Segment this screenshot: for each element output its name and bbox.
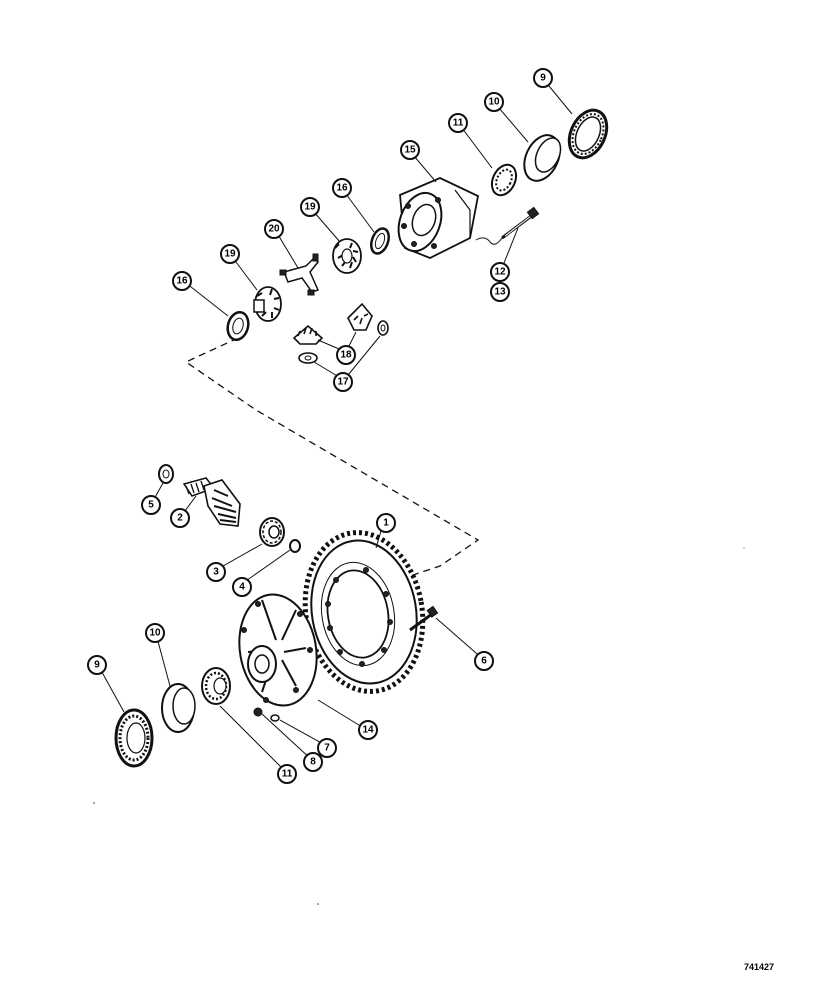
flange-washer xyxy=(270,714,280,722)
svg-text:10: 10 xyxy=(149,628,161,639)
svg-text:11: 11 xyxy=(282,769,293,780)
bearing-cone-upper xyxy=(490,163,518,197)
svg-text:15: 15 xyxy=(404,145,416,156)
callout-12: 12 xyxy=(490,262,510,282)
svg-text:16: 16 xyxy=(176,276,188,287)
drive-pinion xyxy=(182,477,241,527)
callout-9-lower: 9 xyxy=(87,655,107,675)
callout-4: 4 xyxy=(232,577,252,597)
differential-case xyxy=(397,177,480,259)
svg-text:12: 12 xyxy=(494,267,506,278)
svg-text:2: 2 xyxy=(177,513,183,524)
thrust-washer-right xyxy=(370,227,390,255)
svg-text:9: 9 xyxy=(94,660,100,671)
svg-text:19: 19 xyxy=(304,202,316,213)
svg-text:19: 19 xyxy=(224,249,236,260)
svg-text:5: 5 xyxy=(148,500,154,511)
snap-ring xyxy=(289,539,301,553)
bearing-cup-ring-upper xyxy=(567,108,609,160)
callout-10-upper: 10 xyxy=(484,92,504,112)
svg-text:20: 20 xyxy=(268,224,280,235)
bearing-cone-lower xyxy=(201,667,231,705)
thrust-washer-left xyxy=(226,310,250,342)
bearing-cup-lower xyxy=(161,683,196,733)
spider-cross-shaft xyxy=(279,253,320,296)
svg-text:16: 16 xyxy=(336,183,348,194)
svg-text:4: 4 xyxy=(239,582,245,593)
callout-20: 20 xyxy=(264,219,284,239)
callout-11-upper: 11 xyxy=(448,113,468,133)
callout-7: 7 xyxy=(317,738,337,758)
svg-text:14: 14 xyxy=(362,725,374,736)
callout-19-right: 19 xyxy=(300,197,320,217)
callout-18: 18 xyxy=(336,345,356,365)
bearing-cup-upper xyxy=(523,134,562,182)
callout-6: 6 xyxy=(474,651,494,671)
svg-text:10: 10 xyxy=(488,97,500,108)
svg-text:8: 8 xyxy=(310,757,316,768)
callout-9-upper: 9 xyxy=(533,68,553,88)
callout-17: 17 xyxy=(333,372,353,392)
callout-13: 13 xyxy=(490,282,510,302)
callout-3: 3 xyxy=(206,562,226,582)
callout-8: 8 xyxy=(303,752,323,772)
figure-id: 741427 xyxy=(744,962,775,972)
speck xyxy=(317,903,319,905)
ring-gear-bolt xyxy=(409,605,439,632)
assembly-guide-line xyxy=(184,337,480,577)
svg-text:18: 18 xyxy=(340,350,352,361)
callout-16-left: 16 xyxy=(172,271,192,291)
svg-text:3: 3 xyxy=(213,567,219,578)
pinion-gear-upper xyxy=(347,302,373,331)
svg-text:17: 17 xyxy=(337,377,349,388)
pinion-nut xyxy=(158,464,174,484)
pinion-gear-lower xyxy=(292,324,324,345)
speck xyxy=(743,547,745,549)
flange-nut xyxy=(253,707,263,717)
pinion-thrust-washer-lower xyxy=(298,352,318,364)
side-gear-right xyxy=(332,238,362,274)
callout-11-lower: 11 xyxy=(277,764,297,784)
callout-19-left: 19 xyxy=(220,244,240,264)
svg-text:6: 6 xyxy=(481,656,487,667)
callout-2: 2 xyxy=(170,508,190,528)
differential-case-flange xyxy=(238,593,318,707)
svg-text:13: 13 xyxy=(494,287,506,298)
pinion-bearing xyxy=(259,517,285,547)
callout-10-lower: 10 xyxy=(145,623,165,643)
callout-5: 5 xyxy=(141,495,161,515)
callout-16-right: 16 xyxy=(332,178,352,198)
svg-text:1: 1 xyxy=(383,518,389,529)
svg-text:9: 9 xyxy=(540,73,546,84)
callout-14: 14 xyxy=(358,720,378,740)
bearing-cup-ring-lower xyxy=(114,708,154,768)
pinion-thrust-washer-upper xyxy=(377,320,389,336)
case-bolt xyxy=(475,206,540,245)
side-gear-left xyxy=(253,286,282,322)
speck xyxy=(93,802,95,804)
callout-15: 15 xyxy=(400,140,420,160)
svg-text:11: 11 xyxy=(453,118,464,129)
callout-1: 1 xyxy=(376,513,396,533)
svg-text:7: 7 xyxy=(324,743,330,754)
